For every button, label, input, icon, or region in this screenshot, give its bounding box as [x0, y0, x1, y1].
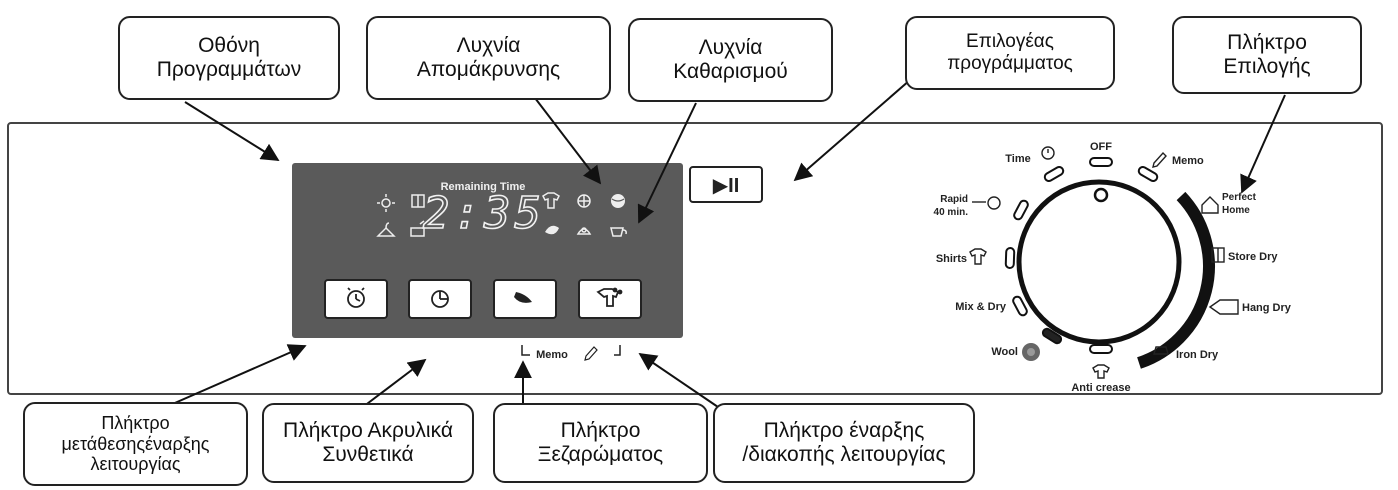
program-mix-dry-label: Mix & Dry [955, 301, 1007, 313]
hanger-icon [376, 222, 396, 237]
play-pause-symbol: ▶II [713, 175, 740, 197]
ball-icon [611, 194, 625, 208]
anti-crease-position-mark [1089, 344, 1113, 354]
anti-crease-icon [1092, 364, 1110, 379]
wool-position-mark [1041, 327, 1063, 345]
stopwatch-icon [1041, 146, 1055, 160]
rinse-button[interactable] [493, 279, 557, 319]
shirt-icon [542, 192, 560, 209]
clock-icon [347, 287, 365, 308]
program-wool-label: Wool [991, 346, 1018, 358]
play-pause-button[interactable]: ▶II [689, 166, 763, 203]
cup-icon [610, 227, 627, 237]
arrow-cleaning-lamp [637, 102, 697, 224]
time-position-mark [1043, 166, 1065, 182]
program-selector-dial[interactable] [1016, 179, 1215, 369]
window-icon [411, 194, 425, 208]
program-perfect-home-label-1: Perfect [1222, 192, 1257, 203]
callout-cleaning-lamp: Λυχνία Καθαρισμού [628, 18, 833, 102]
program-time-label: Time [1005, 153, 1030, 165]
arrow-start-pause [638, 352, 719, 408]
rapid-position-mark [1013, 199, 1029, 221]
arrow-selection-button [1240, 94, 1286, 194]
program-shirts-label: Shirts [936, 253, 967, 265]
sun-icon [377, 194, 395, 212]
remaining-time-value: 2:35 [423, 188, 545, 239]
auto-sensing-label: AUTO SENSING [1181, 234, 1200, 295]
callout-program-selector: Επιλογέας προγράμματος [905, 16, 1115, 90]
acrylic-synthetic-button[interactable] [408, 279, 472, 319]
iron-dry-icon [1153, 346, 1169, 355]
callout-delay-start-button: Πλήκτρο μετάθεσηςέναρξης λειτουργίας [23, 402, 248, 486]
program-rapid-label-1: Rapid [940, 194, 968, 205]
start-pause-panel-button[interactable] [578, 279, 642, 319]
callout-selection-button: Πλήκτρο Επιλογής [1172, 16, 1362, 94]
arrow-program-display [184, 101, 280, 161]
wool-icon [1022, 343, 1040, 361]
memo-pen-icon [584, 346, 598, 361]
arrow-removal-lamp [534, 97, 602, 185]
program-hang-dry-label: Hang Dry [1242, 302, 1292, 314]
off-position-mark [1089, 157, 1113, 167]
program-anti-crease-label: Anti crease [1071, 382, 1130, 394]
mix-dry-position-mark [1012, 295, 1028, 317]
program-perfect-home-label-2: Home [1222, 205, 1250, 216]
arrow-delay-start [151, 344, 307, 414]
shirts-icon [969, 248, 987, 265]
callout-program-display: Οθόνη Προγραμμάτων [118, 16, 340, 100]
perfect-home-icon [1201, 196, 1219, 214]
hang-dry-icon [1208, 299, 1239, 315]
callout-start-pause-button: Πλήκτρο έναρξης /διακοπής λειτουργίας [713, 403, 975, 483]
store-dry-icon [1211, 247, 1225, 263]
program-rapid-label-2: 40 min. [934, 207, 969, 218]
program-store-dry-label: Store Dry [1228, 251, 1278, 263]
memo-position-mark [1137, 166, 1159, 182]
drop-icon [576, 227, 592, 235]
program-memo-label: Memo [1172, 155, 1204, 167]
program-off-label: OFF [1090, 141, 1112, 153]
rapid-timer-icon [972, 196, 1001, 210]
memo-bracket-label: Memo [536, 349, 568, 361]
arrow-program-selector [793, 79, 911, 182]
shirt-button-icon [596, 287, 623, 307]
memo-pen-dial-icon [1152, 151, 1167, 168]
program-iron-dry-label: Iron Dry [1176, 349, 1219, 361]
callout-removal-lamp: Λυχνία Απομάκρυνσης [366, 16, 611, 100]
callout-rinse-button: Πλήκτρο Ξεζαρώματος [493, 403, 708, 483]
tray-icon [410, 220, 425, 237]
shirts-position-mark [1004, 247, 1016, 269]
leaf-icon [545, 225, 559, 235]
snowflake-icon [577, 194, 591, 208]
callout-acrylic-synthetic-button: Πλήκτρο Ακρυλικά Συνθετικά [262, 403, 474, 483]
remaining-time-label: Remaining Time [441, 181, 526, 193]
leaf-button-icon [514, 292, 532, 303]
timer-icon [431, 290, 449, 308]
delay-start-button[interactable] [324, 279, 388, 319]
